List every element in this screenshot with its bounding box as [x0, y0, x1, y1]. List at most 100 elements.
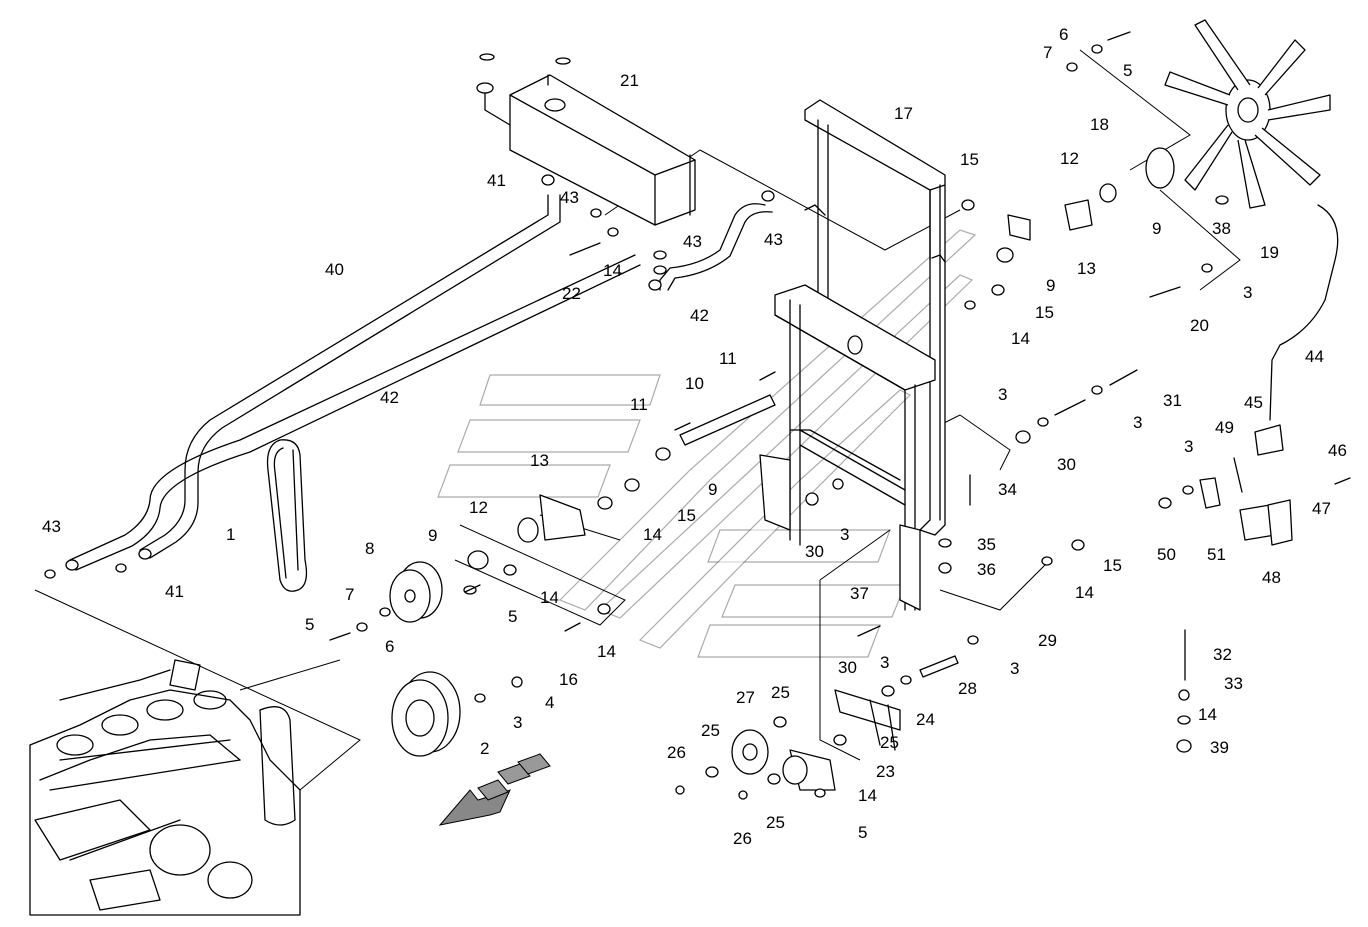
part-label: 12 [1060, 149, 1079, 168]
part-label: 41 [487, 171, 506, 190]
part-label: 43 [560, 188, 579, 207]
part-label: 39 [1210, 738, 1229, 757]
part-label: 15 [1103, 556, 1122, 575]
part-label: 4 [545, 693, 554, 712]
part-label: 33 [1224, 674, 1243, 693]
tube-40-42 [65, 194, 641, 571]
tensioner-23-28 [675, 539, 1085, 800]
part-label: 34 [998, 480, 1017, 499]
frame-17 [759, 99, 946, 611]
part-label: 29 [1038, 631, 1057, 650]
bearing-12-13-left [467, 478, 640, 615]
part-label: 3 [1010, 659, 1019, 678]
part-label: 25 [701, 721, 720, 740]
part-label: 25 [766, 813, 785, 832]
part-label: 3 [880, 653, 889, 672]
part-label: 51 [1207, 545, 1226, 564]
part-label: 46 [1328, 441, 1347, 460]
part-label: 3 [840, 525, 849, 544]
part-label: 14 [1011, 329, 1030, 348]
part-label: 41 [165, 582, 184, 601]
pulley-8 [329, 561, 477, 641]
shaft-10 [655, 371, 776, 461]
part-label: 45 [1244, 393, 1263, 412]
part-label: 7 [345, 585, 354, 604]
part-label: 28 [958, 679, 977, 698]
part-label: 9 [428, 526, 437, 545]
tank-21 [476, 53, 696, 226]
part-label: 43 [683, 232, 702, 251]
part-label: 44 [1305, 347, 1324, 366]
part-label: 31 [1163, 391, 1182, 410]
part-label: 13 [530, 451, 549, 470]
part-label: 3 [1133, 413, 1142, 432]
part-label: 5 [508, 607, 517, 626]
belt-1 [266, 439, 308, 592]
part-label: 15 [677, 506, 696, 525]
part-label: 7 [1043, 43, 1052, 62]
part-label: 25 [880, 733, 899, 752]
part-label: 14 [643, 525, 662, 544]
part-label: 11 [719, 349, 737, 368]
part-label: 22 [562, 284, 581, 303]
direction-arrow [438, 753, 551, 826]
part-label: 3 [1243, 283, 1252, 302]
part-label: 14 [1075, 583, 1094, 602]
engine-block [29, 659, 301, 916]
part-label: 13 [1077, 259, 1096, 278]
part-label: 48 [1262, 568, 1281, 587]
part-label: 2 [480, 739, 489, 758]
part-label: 43 [42, 517, 61, 536]
pulley-2 [391, 671, 523, 757]
part-label: 9 [708, 480, 717, 499]
part-label: 27 [736, 688, 755, 707]
part-label: 38 [1212, 219, 1231, 238]
part-label: 42 [380, 388, 399, 407]
part-label: 6 [385, 637, 394, 656]
background-logo-shapes [437, 229, 977, 658]
part-label: 32 [1213, 645, 1232, 664]
part-label: 20 [1190, 316, 1209, 335]
hose-42 [653, 190, 775, 291]
part-label: 3 [513, 713, 522, 732]
part-label: 10 [685, 374, 704, 393]
part-label: 43 [764, 230, 783, 249]
part-label: 30 [1057, 455, 1076, 474]
part-labels: 1 2 3 3 3 3 3 3 3 3 4 5 5 5 5 6 6 7 7 8 … [42, 25, 1347, 848]
fan-19 [1007, 19, 1339, 421]
part-label: 12 [469, 498, 488, 517]
part-label: 23 [876, 762, 895, 781]
part-label: 14 [597, 642, 616, 661]
part-label: 47 [1312, 499, 1331, 518]
part-label: 40 [325, 260, 344, 279]
part-label: 30 [838, 658, 857, 677]
part-label: 9 [1046, 276, 1055, 295]
solenoid-45-48 [1158, 424, 1293, 546]
part-label: 37 [850, 584, 869, 603]
part-label: 14 [603, 261, 622, 280]
part-label: 5 [1123, 61, 1132, 80]
part-label: 14 [540, 588, 559, 607]
part-label: 11 [630, 395, 648, 414]
part-label: 49 [1215, 418, 1234, 437]
part-label: 5 [305, 615, 314, 634]
part-label: 1 [226, 525, 235, 544]
part-label: 19 [1260, 243, 1279, 262]
part-label: 25 [771, 683, 790, 702]
part-label: 8 [365, 539, 374, 558]
part-label: 9 [1152, 219, 1161, 238]
part-label: 35 [977, 535, 996, 554]
part-label: 15 [1035, 303, 1054, 322]
part-label: 26 [667, 743, 686, 762]
part-label: 17 [894, 104, 913, 123]
part-label: 3 [1184, 437, 1193, 456]
part-label: 21 [620, 71, 639, 90]
part-label: 26 [733, 829, 752, 848]
part-label: 14 [858, 786, 877, 805]
part-label: 16 [559, 670, 578, 689]
part-label: 14 [1198, 705, 1217, 724]
part-label: 36 [977, 560, 996, 579]
part-label: 50 [1157, 545, 1176, 564]
